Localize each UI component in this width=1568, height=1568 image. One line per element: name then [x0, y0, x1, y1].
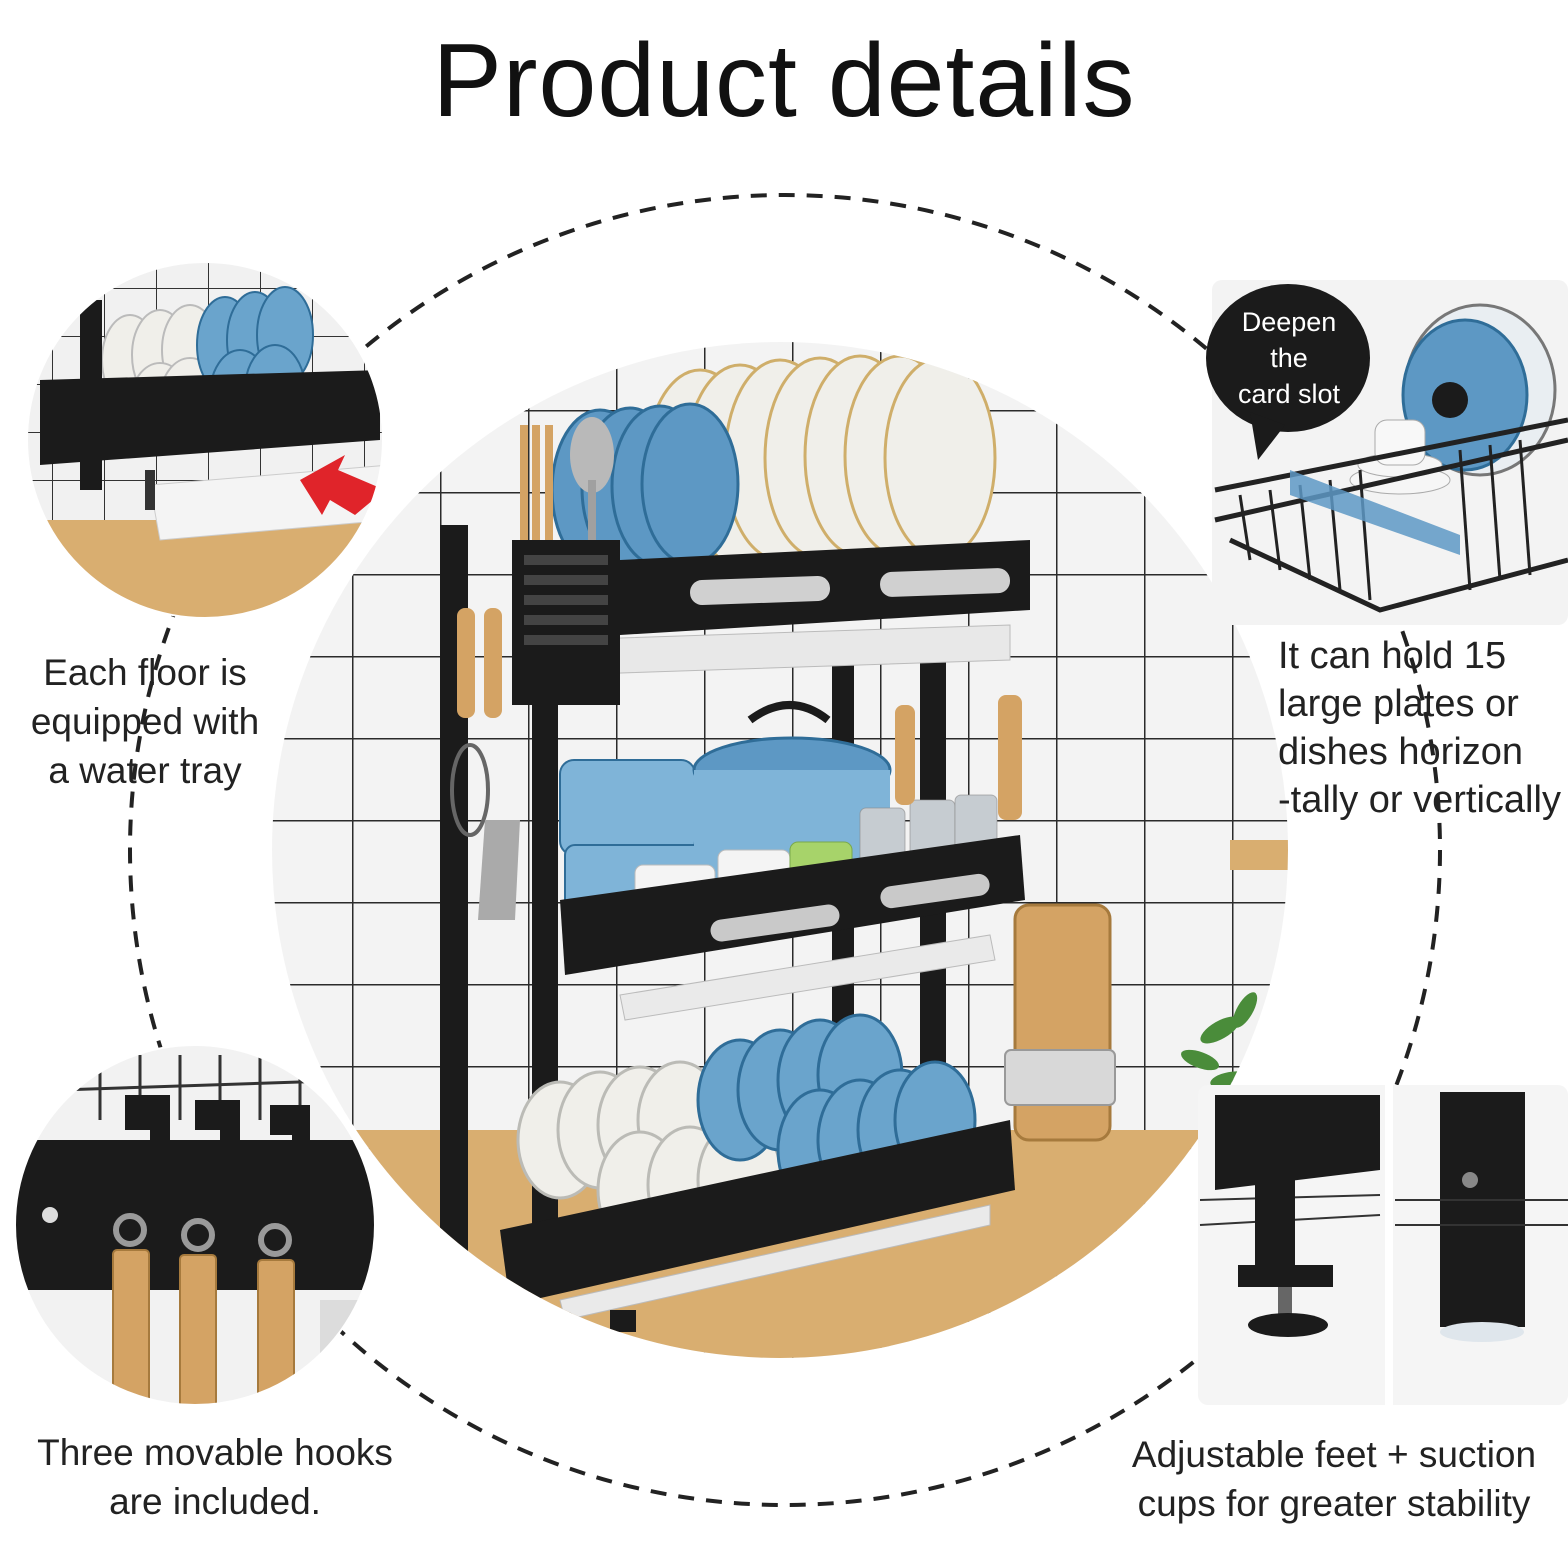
side-hooks	[450, 608, 520, 920]
feet-caption: Adjustable feet + suction cups for great…	[1131, 1434, 1537, 1524]
capacity-caption: It can hold 15 large plates or dishes ho…	[1278, 635, 1561, 821]
utensil-holder	[512, 417, 620, 705]
card-slot-bubble	[1206, 284, 1370, 460]
dashed-outline	[128, 193, 1442, 1507]
card-slot-bubble-text: Deepen the card slot	[1237, 307, 1341, 409]
water-tray-photo	[27, 262, 383, 618]
main-rack-photo	[272, 342, 1288, 1358]
top-shelf	[550, 354, 1030, 676]
arrow-icon	[300, 455, 383, 515]
water-tray-caption: Each floor is equipped with a water tray	[30, 652, 260, 791]
adjustable-feet-photo	[1198, 1085, 1568, 1405]
hooks-caption: Three movable hooks are included.	[37, 1432, 393, 1522]
bottom-shelf	[500, 1013, 1015, 1332]
page-title: Product details	[432, 23, 1136, 139]
middle-shelf	[559, 695, 1025, 1021]
